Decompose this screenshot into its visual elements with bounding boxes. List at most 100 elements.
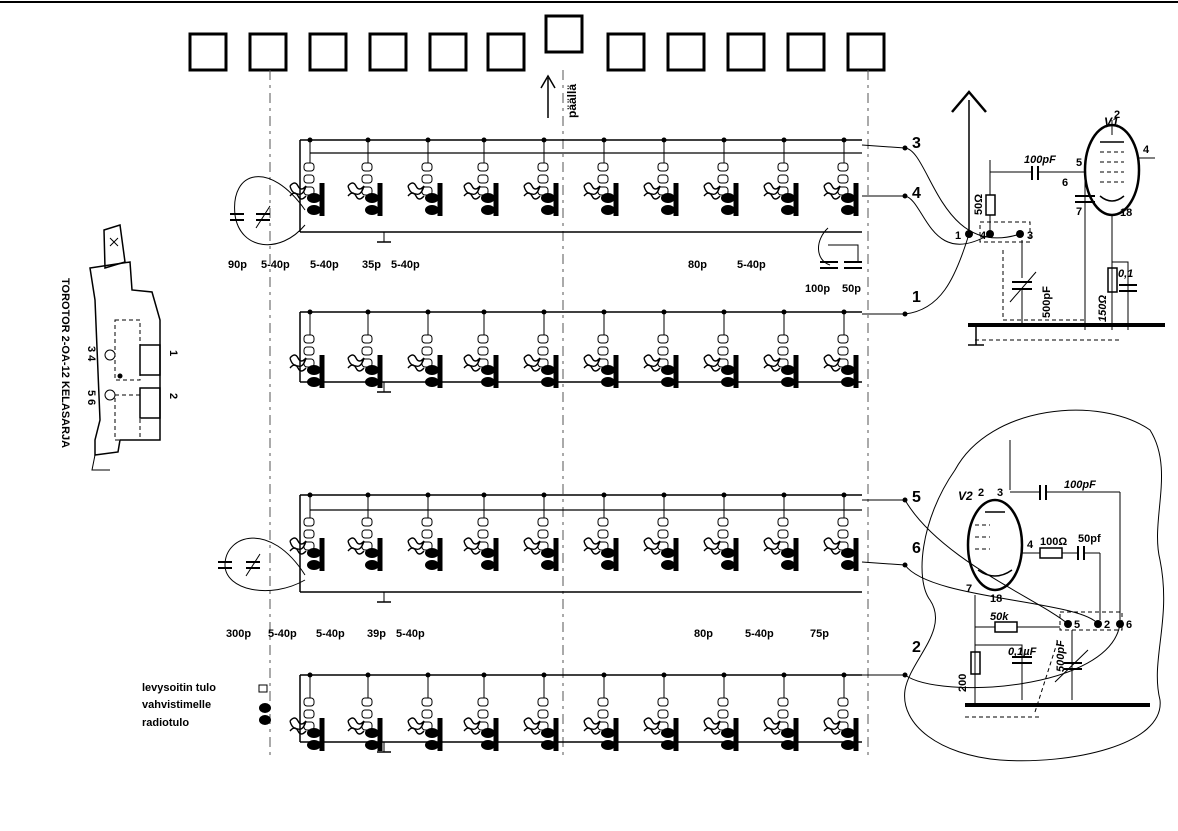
contact-dot (661, 205, 675, 215)
bank-node (721, 137, 727, 143)
contact-dot (365, 365, 379, 375)
side-terminal: 2 (167, 393, 179, 399)
contact-dot (425, 193, 439, 203)
connector-number: 3 (912, 135, 921, 152)
contact-tab (777, 174, 789, 184)
switch-segment (407, 320, 443, 388)
bank-node (481, 672, 487, 678)
contact-dot (481, 365, 495, 375)
switch-segment (583, 148, 619, 216)
coil-icon (523, 537, 541, 551)
bank-node (307, 492, 313, 498)
contact-dot (721, 740, 735, 750)
tube-pin: 7 (966, 583, 972, 595)
coil-icon (347, 547, 365, 555)
coil-icon (763, 354, 781, 368)
bank-node (661, 672, 667, 678)
contact-tab (477, 346, 489, 356)
contact-tab (597, 517, 609, 527)
contact-dot (721, 205, 735, 215)
coil-icon (703, 192, 721, 200)
contact-tab (837, 529, 849, 539)
bank-node (541, 137, 547, 143)
input-label: levysoitin tulo (142, 682, 216, 694)
switch-bank (289, 672, 862, 753)
switch-segment (523, 683, 559, 751)
coil-icon (463, 727, 481, 735)
contact-dot (541, 560, 555, 570)
switch-segment (703, 148, 739, 216)
coil-icon (643, 547, 661, 555)
side-title: TOROTOR 2-OA-12 KELASARJA (59, 278, 71, 448)
tube-v1-circuit (951, 90, 1165, 346)
coil-icon (463, 354, 481, 368)
bank-node (307, 309, 313, 315)
coil-icon (823, 182, 841, 196)
contact-tab (717, 697, 729, 707)
switch-segment (463, 683, 499, 751)
terminal-number: 6 (1126, 619, 1132, 631)
bank-node (661, 137, 667, 143)
contact-dot (781, 365, 795, 375)
coil-icon (523, 727, 541, 735)
push-button-square (846, 32, 886, 72)
contact-tab (303, 697, 315, 707)
coil-icon (583, 364, 601, 372)
contact-tab (477, 529, 489, 539)
coil-icon (407, 727, 425, 735)
switch-segment (823, 683, 859, 751)
switch-segment (407, 148, 443, 216)
coil-icon (643, 182, 661, 196)
switch-bank-rows (289, 137, 908, 753)
switch-segment (703, 503, 739, 571)
contact-dot (841, 365, 855, 375)
contact-dot (425, 728, 439, 738)
input-label: vahvistimelle (142, 699, 211, 711)
contact-dot (781, 740, 795, 750)
bank-node (425, 672, 431, 678)
contact-tab (777, 529, 789, 539)
contact-dot (841, 548, 855, 558)
coil-icon (643, 727, 661, 735)
row1-extra-caps (818, 227, 862, 269)
contact-tab (421, 529, 433, 539)
switch-segment (643, 148, 679, 216)
coil-icon (463, 537, 481, 551)
bank-node (601, 309, 607, 315)
contact-tab (303, 529, 315, 539)
push-button-square (726, 32, 766, 72)
cap-label: 80p (694, 628, 713, 640)
tube-name: V2 (958, 489, 973, 503)
connector-lead (861, 561, 906, 566)
terminal-number: 2 (1104, 619, 1110, 631)
contact-dot (425, 365, 439, 375)
contact-dot (425, 548, 439, 558)
contact-dot (841, 377, 855, 387)
connector-number: 1 (912, 289, 921, 306)
switch-segment (289, 320, 325, 388)
switch-segment (523, 148, 559, 216)
switch-segment (583, 503, 619, 571)
tube-name: V1 (1104, 115, 1119, 129)
cap-label: 5-40p (396, 628, 425, 640)
contact-tab (657, 697, 669, 707)
contact-dot (841, 193, 855, 203)
component-value: 50pf (1078, 533, 1101, 545)
contact-tab (537, 529, 549, 539)
cap-label: 35p (362, 259, 381, 271)
bank-node (721, 309, 727, 315)
switch-segment (583, 320, 619, 388)
component-value: 50k (990, 611, 1009, 623)
contact-dot (721, 560, 735, 570)
contact-dot (601, 548, 615, 558)
coil-icon (523, 354, 541, 368)
switch-segment (643, 320, 679, 388)
cap-label: 5-40p (268, 628, 297, 640)
contact-tab (537, 334, 549, 344)
cap-label: 50p (842, 283, 861, 295)
contact-tab (837, 346, 849, 356)
contact-tab (537, 697, 549, 707)
input-jack (259, 703, 271, 713)
coil-icon (463, 364, 481, 372)
contact-tab (717, 517, 729, 527)
